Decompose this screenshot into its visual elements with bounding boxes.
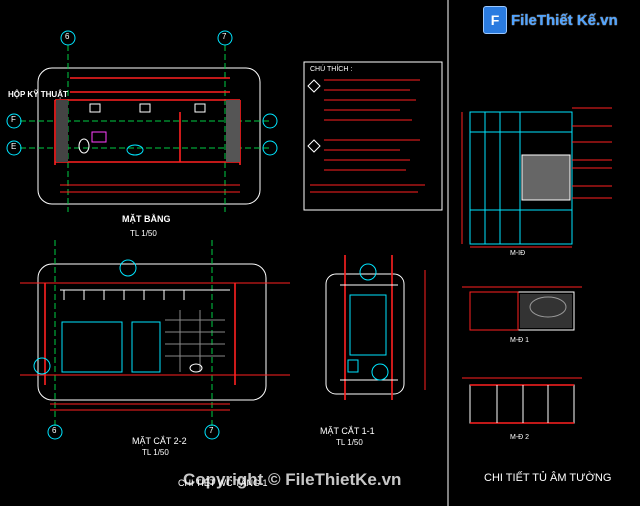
section22-title: MẶT CẮT 2-2 (132, 436, 187, 446)
grid-label-6b: 6 (52, 426, 57, 435)
section22-footer: CHI TIẾT WC TẦNG 1 (178, 478, 268, 488)
grid-label-e: E (11, 142, 17, 151)
cabinet-title: CHI TIẾT TỦ ÂM TƯỜNG (484, 472, 612, 484)
cabinet-plan-1 (462, 286, 582, 331)
view-label-mid: M-IĐ (510, 250, 526, 257)
view-label-md1: M-Đ 1 (510, 337, 530, 344)
section-2-2 (20, 240, 290, 440)
site-logo: F FileThiết Kế.vn (483, 6, 618, 34)
cabinet-plan-2 (462, 377, 582, 424)
floor-plan (6, 30, 278, 212)
section11-title: MẶT CẮT 1-1 (320, 426, 375, 436)
plan-scale: TL 1/50 (130, 229, 157, 238)
grid-label-f: F (11, 115, 16, 124)
view-label-md2: M-Đ 2 (510, 434, 530, 441)
grid-label-6: 6 (65, 32, 70, 41)
logo-icon: F (483, 6, 507, 34)
notes-box (303, 61, 443, 211)
plan-title: MẶT BẰNG (122, 214, 171, 224)
grid-label-7b: 7 (209, 426, 214, 435)
plan-tag: HỘP KỸ THUẬT (8, 90, 68, 99)
copyright-watermark: Copyright © FileThietKe.vn (183, 470, 402, 489)
section-1-1 (325, 255, 426, 400)
section22-scale: TL 1/50 (142, 448, 169, 457)
section11-scale: TL 1/50 (336, 438, 363, 447)
cabinet-elevation (461, 107, 612, 248)
grid-label-7: 7 (222, 32, 227, 41)
logo-text: FileThiết Kế.vn (511, 11, 618, 29)
notes-title: CHÚ THÍCH : (310, 66, 353, 73)
